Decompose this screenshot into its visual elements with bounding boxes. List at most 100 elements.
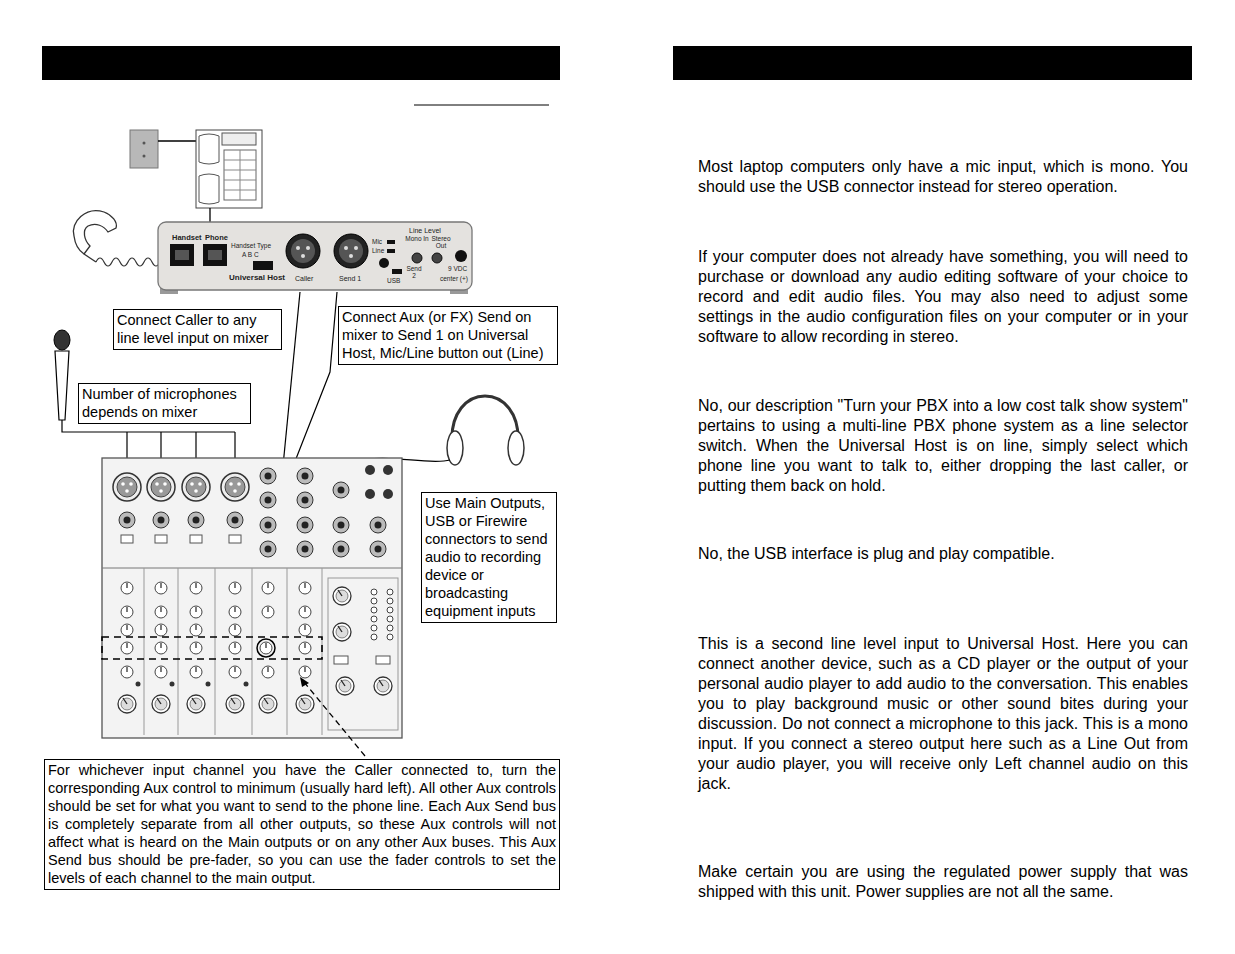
led (387, 634, 393, 640)
aux-jack (260, 541, 276, 557)
device-label: Mic (372, 238, 382, 245)
wall-jack (130, 130, 158, 168)
main-jack (333, 517, 349, 533)
knob (262, 582, 274, 594)
main-jack (370, 541, 386, 557)
aux-jack (260, 517, 276, 533)
device-body (158, 222, 472, 290)
header-bar (42, 46, 560, 80)
led (371, 616, 377, 622)
knob (229, 666, 241, 678)
level-knob (187, 695, 205, 713)
telephone-handset (199, 134, 219, 164)
xlr-input (182, 473, 210, 501)
callout-text: Connect Aux (or FX) Send on mixer to Sen… (342, 308, 554, 362)
xlr-input (221, 473, 249, 501)
callout-box: Connect Caller to any line level input o… (113, 309, 282, 350)
microphone (54, 330, 70, 420)
device-label: Send 2 (404, 266, 424, 280)
knob (155, 624, 167, 636)
master-knob (333, 623, 351, 641)
highlight-circle (257, 639, 275, 657)
led (371, 634, 377, 640)
knob (121, 624, 133, 636)
led (371, 598, 377, 604)
xlr-face (339, 239, 363, 263)
level-knob (118, 695, 136, 713)
mic-line-switch (387, 249, 395, 253)
aux-jack (260, 468, 276, 484)
answer-paragraph: This is a second line level input to Uni… (698, 634, 1188, 794)
line-jack (188, 512, 204, 528)
aux-jack (297, 468, 313, 484)
line-jack (227, 512, 243, 528)
device-label: Phone (205, 234, 228, 242)
aux-jack (297, 541, 313, 557)
pin (296, 246, 300, 250)
main-jack (370, 517, 386, 533)
device-label: Line (372, 247, 384, 254)
led (387, 598, 393, 604)
usb-port (392, 269, 402, 274)
rule-line (414, 105, 549, 106)
led (170, 682, 175, 687)
screw (143, 142, 146, 145)
button (229, 535, 241, 543)
callout-text: Number of microphones depends on mixer (82, 385, 247, 421)
pin (306, 246, 310, 250)
led (387, 616, 393, 622)
mixer (102, 458, 402, 738)
aux-knob (155, 642, 167, 654)
answer-paragraph: No, the USB interface is plug and play c… (698, 544, 1188, 564)
send1-xlr (334, 234, 368, 268)
answer-paragraph: No, our description "Turn your PBX into … (698, 396, 1188, 496)
rca-jack (383, 489, 393, 499)
mic-line-switch (387, 240, 395, 244)
aux-knob (260, 642, 272, 654)
caller-xlr (286, 234, 320, 268)
callout-box: Use Main Outputs, USB or Firewire connec… (421, 492, 557, 623)
strip-divider (252, 568, 253, 735)
knob (190, 582, 202, 594)
xlr-ring (334, 234, 368, 268)
pin (301, 254, 305, 258)
device-label: A B C (242, 251, 259, 258)
device-label: Stereo Out (428, 236, 454, 250)
device-label: Mono In (404, 236, 430, 243)
aux-knob (121, 642, 133, 654)
knob (155, 582, 167, 594)
device-label: Universal Host (229, 274, 285, 283)
led (387, 589, 393, 595)
knob (121, 666, 133, 678)
xlr-input (147, 473, 175, 501)
main-jack (333, 541, 349, 557)
led (387, 607, 393, 613)
knob (155, 606, 167, 618)
knob (190, 666, 202, 678)
callout-text: Connect Caller to any line level input o… (117, 311, 278, 347)
ear-cup (508, 431, 524, 465)
keypad-col (240, 150, 241, 200)
coiled-cord (96, 256, 168, 266)
line-jack (153, 512, 169, 528)
leader-line (304, 682, 365, 756)
led (244, 682, 249, 687)
master-knob (333, 587, 351, 605)
button (376, 656, 390, 664)
button (190, 535, 202, 543)
aux-jack (297, 517, 313, 533)
knob (262, 606, 274, 618)
mixer-body (102, 458, 402, 738)
aux-knob (229, 642, 241, 654)
master-panel (328, 578, 398, 730)
knob (299, 606, 311, 618)
rca-jack (365, 465, 375, 475)
callout-box: For whichever input channel you have the… (44, 759, 560, 890)
device-label: 9 VDC (448, 265, 467, 272)
xlr-face (291, 239, 315, 263)
telephone-handset (199, 174, 219, 204)
callout-box: Number of microphones depends on mixer (78, 383, 251, 424)
device-label: center (+) (440, 275, 468, 282)
knob (155, 666, 167, 678)
jack-hole (208, 250, 222, 260)
